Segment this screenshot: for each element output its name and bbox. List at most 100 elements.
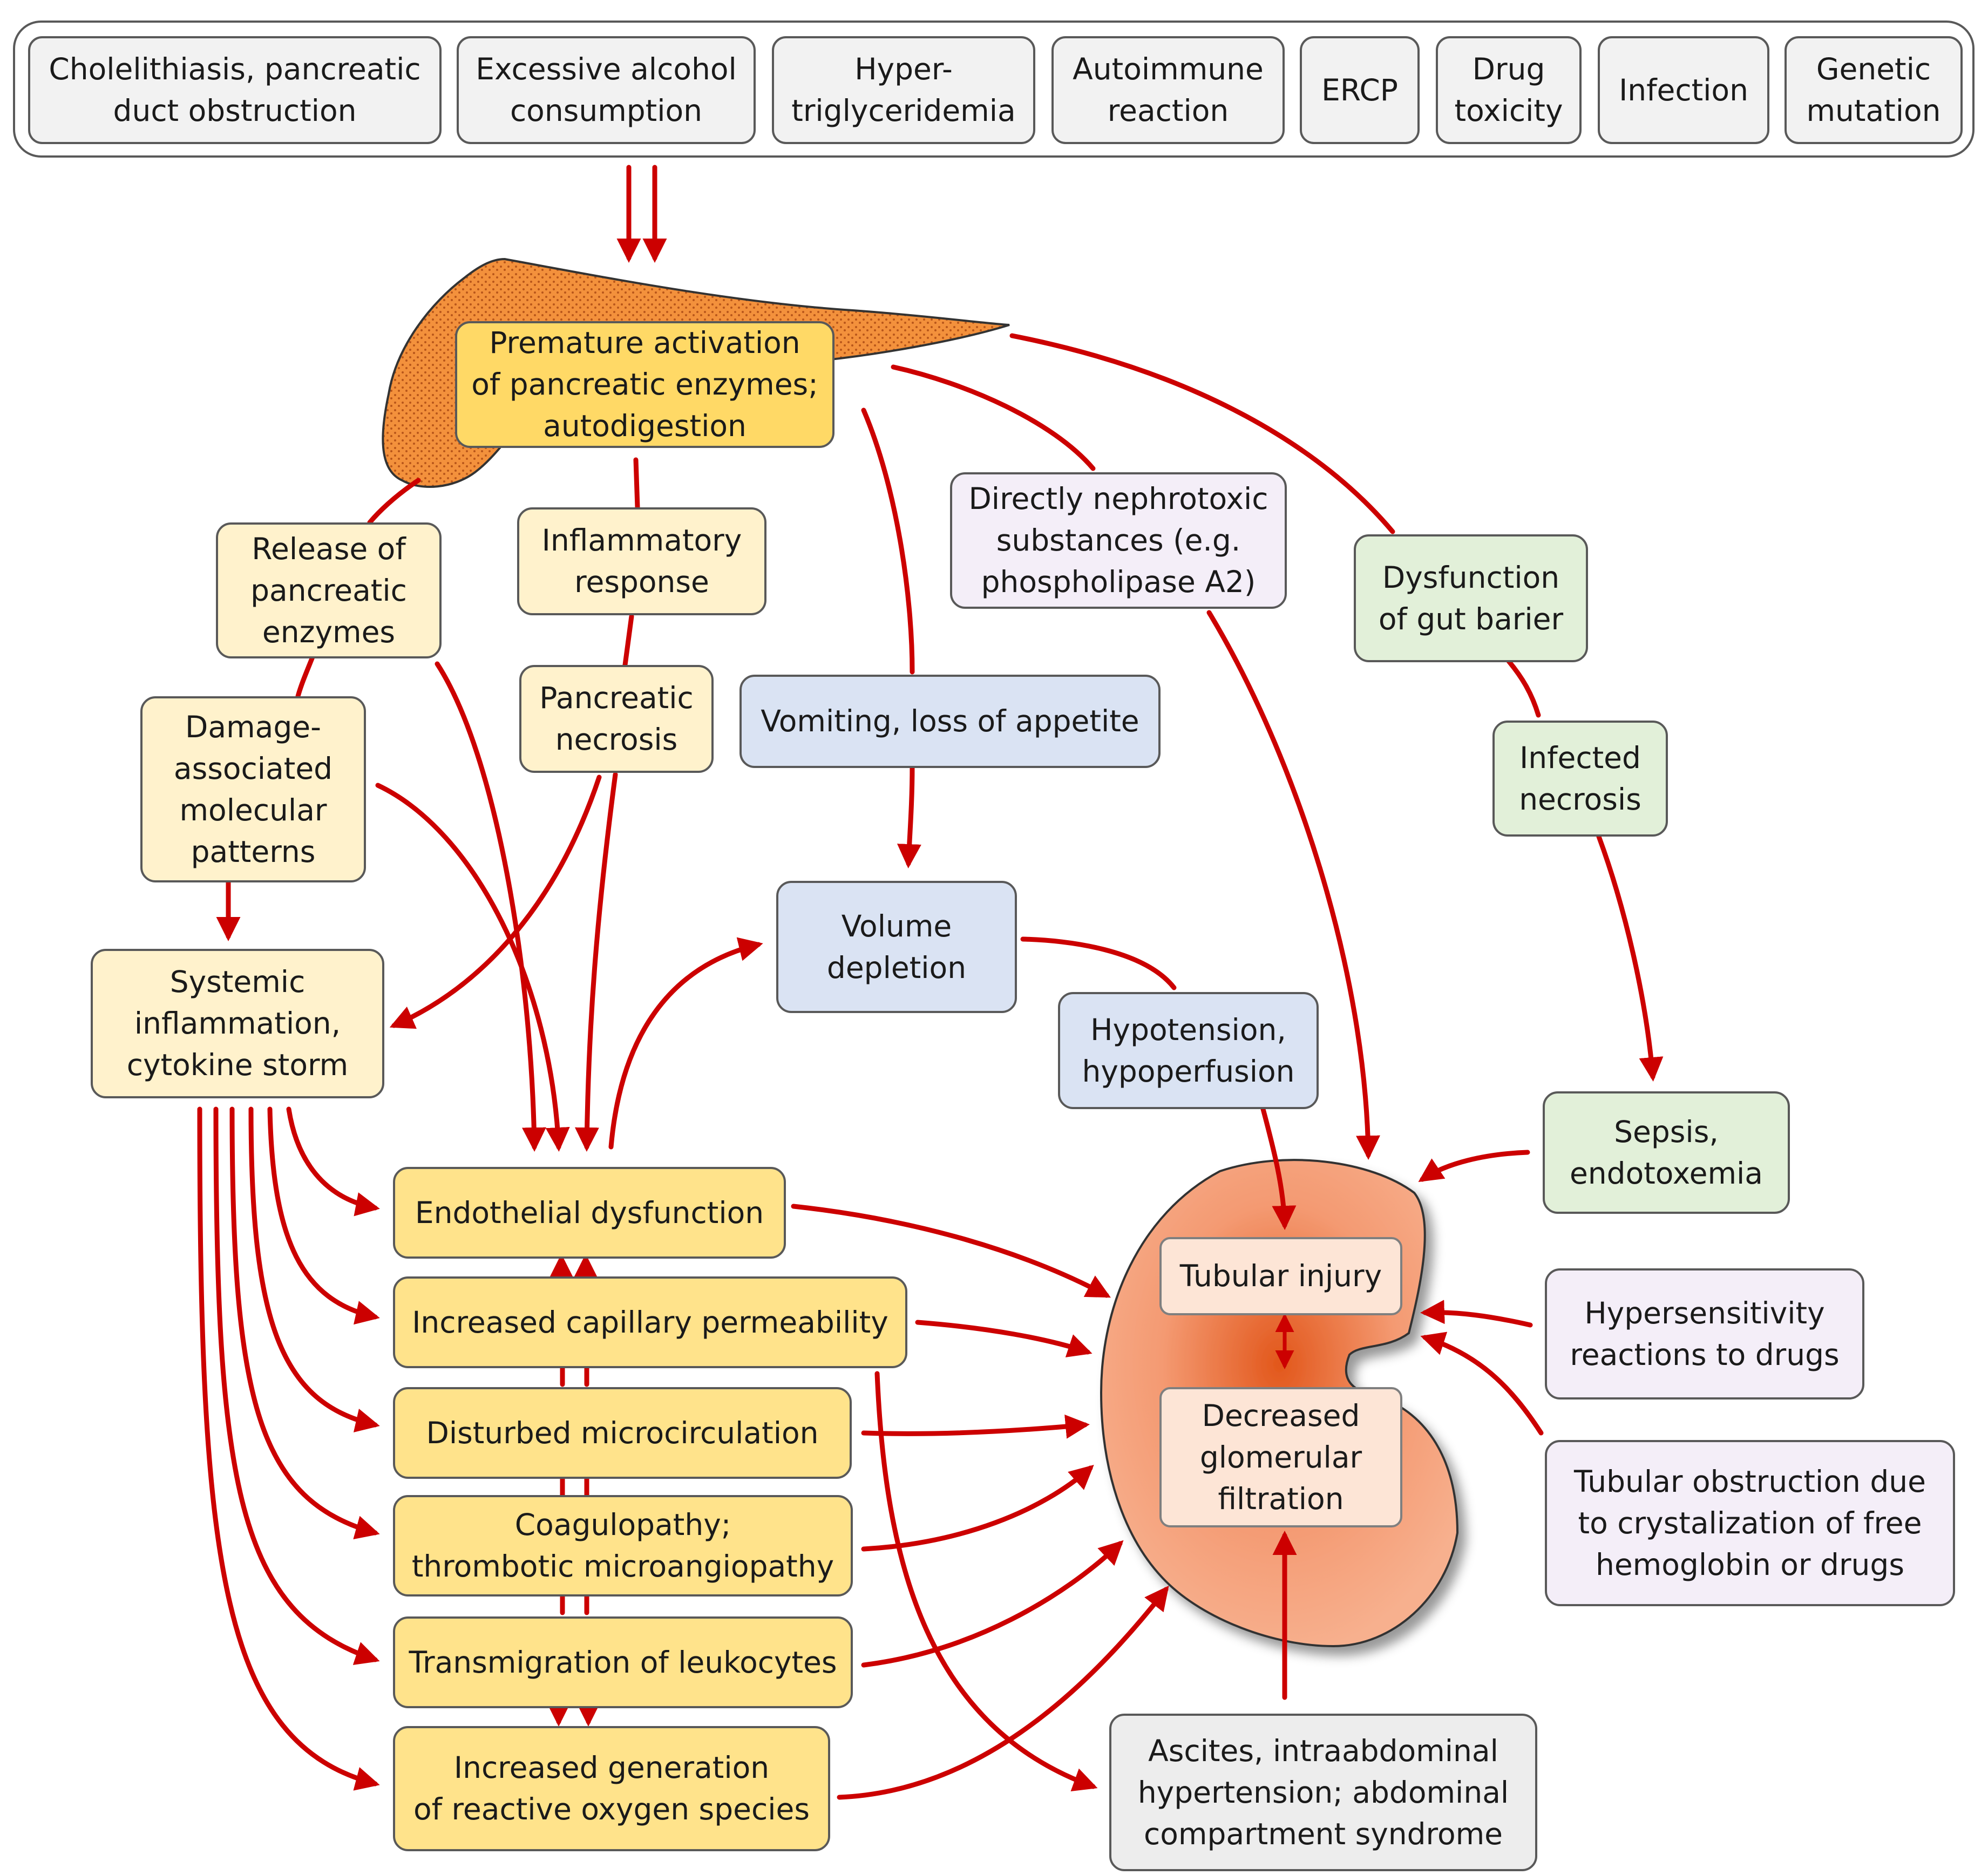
arrow-systemic-ros [197, 1106, 380, 1791]
microcirculation-box: Disturbed microcirculation [393, 1387, 852, 1479]
cause-label: Infection [1619, 72, 1748, 107]
arrow-release-endothelial [435, 661, 546, 1152]
infected-necrosis-box: Infected necrosis [1492, 721, 1668, 837]
arrow-nephrotoxic-kidney [1206, 610, 1380, 1160]
line-release-damps [295, 653, 316, 699]
ros-box: Increased generation of reactive oxygen … [393, 1726, 830, 1851]
glomerular-filtration-label: Decreased glomerular filtration [1199, 1398, 1362, 1516]
arrow-micro-kidney [861, 1414, 1090, 1439]
glomerular-filtration-box: Decreased glomerular filtration [1159, 1387, 1402, 1527]
sepsis-box: Sepsis, endotoxemia [1543, 1091, 1790, 1214]
pancreatic-necrosis-label: Pancreatic necrosis [539, 681, 694, 757]
inflammatory-response-box: Inflammatory response [517, 507, 766, 615]
tubular-obstruction-box: Tubular obstruction due to crystalizatio… [1545, 1440, 1955, 1606]
hypersensitivity-box: Hypersensitivity reactions to drugs [1545, 1268, 1864, 1400]
arrow-infected-sepsis [1596, 834, 1664, 1082]
arrow-layer [197, 165, 1664, 1800]
arrow-endothelial-kidney [791, 1204, 1111, 1298]
arrow-ros-kidney [837, 1585, 1169, 1800]
arrow-coag-kidney [861, 1465, 1094, 1552]
cause-label: Genetic mutation [1806, 52, 1941, 128]
arrow-sepsis-kidney [1418, 1150, 1530, 1182]
tubular-obstruction-label: Tubular obstruction due to crystalizatio… [1574, 1464, 1926, 1582]
microcirculation-label: Disturbed microcirculation [426, 1415, 819, 1450]
nephrotoxic-substances-box: Directly nephrotoxic substances (e.g. ph… [950, 472, 1287, 609]
arrow-necrosis-endothelial [574, 772, 618, 1152]
tubular-injury-box: Tubular injury [1159, 1237, 1402, 1315]
cause-label: Drug toxicity [1454, 52, 1563, 128]
cause-drug-toxicity: Drug toxicity [1436, 36, 1582, 144]
systemic-inflammation-box: Systemic inflammation, cytokine storm [91, 949, 384, 1098]
cause-hypertriglyceridemia: Hyper- triglyceridemia [772, 36, 1035, 144]
capillary-permeability-box: Increased capillary permeability [393, 1276, 907, 1368]
infected-necrosis-label: Infected necrosis [1519, 740, 1641, 817]
capillary-permeability-label: Increased capillary permeability [412, 1305, 888, 1340]
vomiting-box: Vomiting, loss of appetite [739, 675, 1161, 768]
arrow-necrosis-systemic [389, 775, 602, 1029]
gut-barrier-label: Dysfunction of gut barier [1378, 560, 1564, 636]
line-volume-hypotension [1020, 936, 1177, 990]
arrow-endothelial-volume [608, 937, 763, 1150]
release-enzymes-box: Release of pancreatic enzymes [216, 522, 442, 658]
cause-label: Cholelithiasis, pancreatic duct obstruct… [49, 52, 421, 128]
hypotension-label: Hypotension, hypoperfusion [1082, 1012, 1295, 1089]
release-enzymes-label: Release of pancreatic enzymes [250, 531, 407, 649]
line-premature-inflammatory [633, 457, 640, 510]
line-pancreas-release [367, 478, 421, 525]
hypersensitivity-label: Hypersensitivity reactions to drugs [1570, 1295, 1840, 1372]
tubular-injury-label: Tubular injury [1179, 1259, 1382, 1293]
pancreatic-necrosis-box: Pancreatic necrosis [519, 665, 714, 773]
cause-label: Autoimmune reaction [1073, 52, 1264, 128]
cause-infection: Infection [1598, 36, 1769, 144]
cause-label: Excessive alcohol consumption [476, 52, 737, 128]
premature-activation-label: Premature activation of pancreatic enzym… [471, 325, 818, 443]
cause-ercp: ERCP [1300, 36, 1420, 144]
volume-depletion-label: Volume depletion [826, 908, 967, 985]
arrow-vomiting-volume [897, 764, 921, 868]
damps-label: Damage- associated molecular patterns [173, 709, 333, 869]
cause-autoimmune: Autoimmune reaction [1051, 36, 1285, 144]
line-inflammatory-necrosis [622, 614, 634, 668]
inflammatory-response-label: Inflammatory response [541, 523, 742, 599]
coagulopathy-box: Coagulopathy; thrombotic microangiopathy [393, 1495, 853, 1597]
line-pancreas-nephrotoxic [891, 364, 1096, 471]
premature-activation-box: Premature activation of pancreatic enzym… [455, 321, 834, 448]
line-gut-infected [1506, 658, 1541, 718]
damps-box: Damage- associated molecular patterns [140, 696, 366, 882]
arrow-systemic-leukocytes [213, 1106, 380, 1665]
cause-alcohol: Excessive alcohol consumption [457, 36, 756, 144]
arrow-capillary-kidney [915, 1320, 1093, 1357]
arrow-pancreas-vomiting [861, 407, 915, 675]
systemic-inflammation-label: Systemic inflammation, cytokine storm [126, 964, 349, 1082]
leukocytes-box: Transmigration of leukocytes [393, 1616, 853, 1708]
arrow-damps-endothelial [375, 783, 570, 1152]
arrow-hypersensitivity-kidney [1420, 1300, 1533, 1328]
arrow-leuk-kidney [861, 1540, 1124, 1668]
cause-label: ERCP [1321, 72, 1398, 107]
ascites-box: Ascites, intraabdominal hypertension; ab… [1109, 1714, 1537, 1871]
line-pancreas-gut [1009, 333, 1395, 534]
arrow-systemic-capillary [267, 1106, 380, 1325]
cause-genetic-mutation: Genetic mutation [1785, 36, 1963, 144]
volume-depletion-box: Volume depletion [776, 881, 1017, 1013]
nephrotoxic-substances-label: Directly nephrotoxic substances (e.g. ph… [968, 481, 1268, 599]
ros-label: Increased generation of reactive oxygen … [413, 1750, 810, 1826]
arrow-obstruction-kidney [1420, 1331, 1544, 1436]
cause-label: Hyper- triglyceridemia [791, 52, 1016, 128]
coagulopathy-label: Coagulopathy; thrombotic microangiopathy [411, 1507, 834, 1584]
leukocytes-label: Transmigration of leukocytes [409, 1645, 837, 1680]
endothelial-dysfunction-label: Endothelial dysfunction [415, 1195, 764, 1230]
arrow-systemic-microcirculation [248, 1106, 380, 1432]
arrow-hypotension-tubular [1260, 1106, 1297, 1230]
gut-barrier-box: Dysfunction of gut barier [1354, 534, 1588, 662]
arrow-capillary-ascites [874, 1371, 1098, 1791]
cause-cholelithiasis: Cholelithiasis, pancreatic duct obstruct… [28, 36, 442, 144]
hypotension-box: Hypotension, hypoperfusion [1058, 992, 1319, 1109]
sepsis-label: Sepsis, endotoxemia [1569, 1114, 1763, 1191]
vomiting-label: Vomiting, loss of appetite [761, 704, 1139, 738]
endothelial-dysfunction-box: Endothelial dysfunction [393, 1167, 786, 1259]
arrow-systemic-coagulopathy [229, 1106, 380, 1539]
arrow-systemic-endothelial [286, 1106, 380, 1217]
ascites-label: Ascites, intraabdominal hypertension; ab… [1137, 1733, 1509, 1851]
